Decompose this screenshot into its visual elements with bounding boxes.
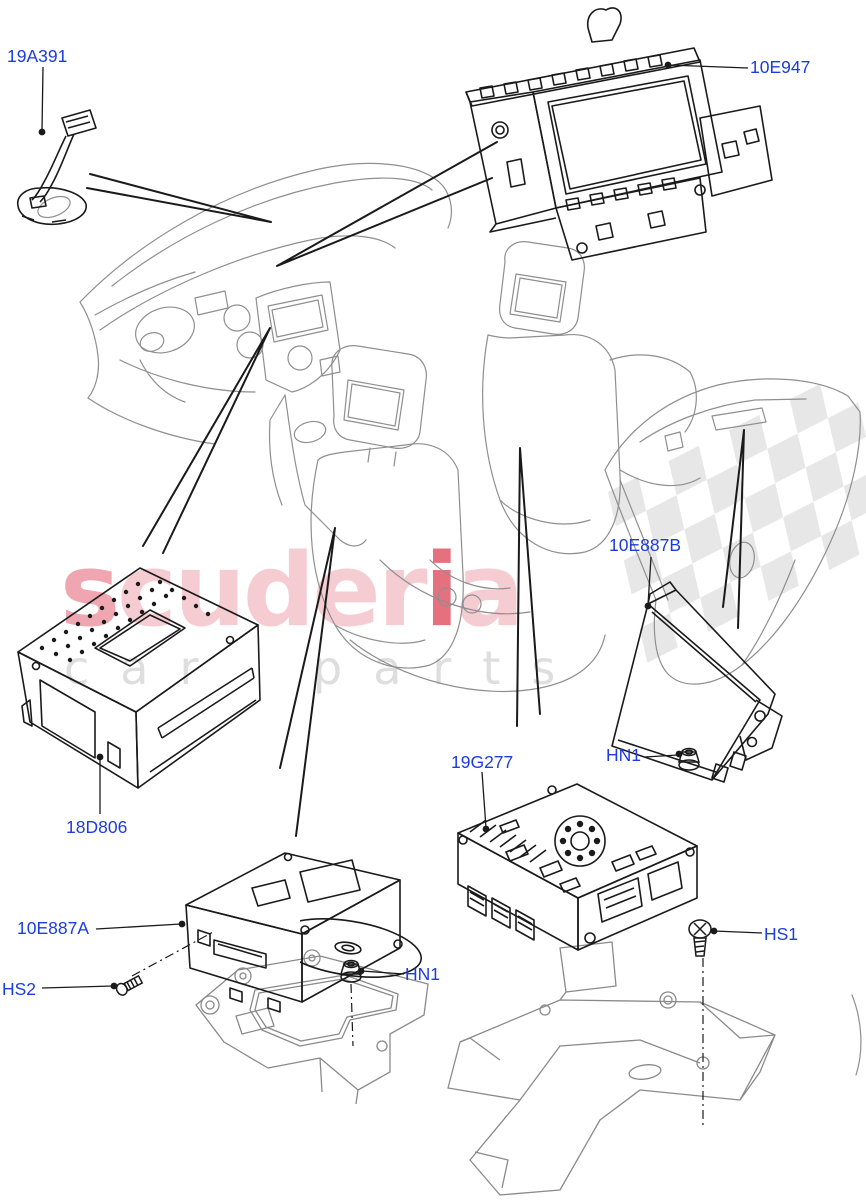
checkered-flag-watermark	[608, 383, 866, 663]
part-label-10E887A[interactable]: 10E887A	[17, 918, 90, 938]
screw-hs2-art	[115, 974, 144, 996]
part-label-HS2[interactable]: HS2	[2, 979, 37, 999]
part-label-18D806[interactable]: 18D806	[66, 817, 128, 837]
floor-bracket-art	[447, 941, 776, 1196]
part-label-HN1-amplifier[interactable]: HN1	[606, 745, 642, 765]
part-label-10E887B[interactable]: 10E887B	[609, 535, 682, 555]
watermark-brand-part: s	[60, 531, 120, 649]
part-label-HS1[interactable]: HS1	[764, 924, 799, 944]
part-label-19A391[interactable]: 19A391	[7, 46, 68, 66]
leader-lines	[41, 64, 763, 989]
vehicle-interior-art	[37, 162, 862, 1076]
assembly-axes	[131, 930, 704, 1128]
control-module-art	[457, 783, 698, 951]
part-label-HN1-bracket[interactable]: HN1	[405, 964, 441, 984]
watermark-subtitle: car parts	[64, 641, 587, 695]
display-unit-art	[465, 7, 773, 261]
cd-player-art	[185, 852, 423, 1013]
radio-unit-art	[17, 567, 261, 789]
nut-hn1-amplifier-art	[677, 747, 701, 771]
leader-dots	[38, 61, 718, 990]
cd-bracket-art	[195, 949, 429, 1105]
mic-cable-art	[16, 109, 97, 226]
watermark-brand-part: a	[456, 531, 524, 649]
part-label-19G277[interactable]: 19G277	[451, 752, 514, 772]
pointer-wedges	[86, 141, 745, 837]
part-label-10E947[interactable]: 10E947	[750, 57, 811, 77]
screw-hs1-art	[688, 919, 712, 957]
